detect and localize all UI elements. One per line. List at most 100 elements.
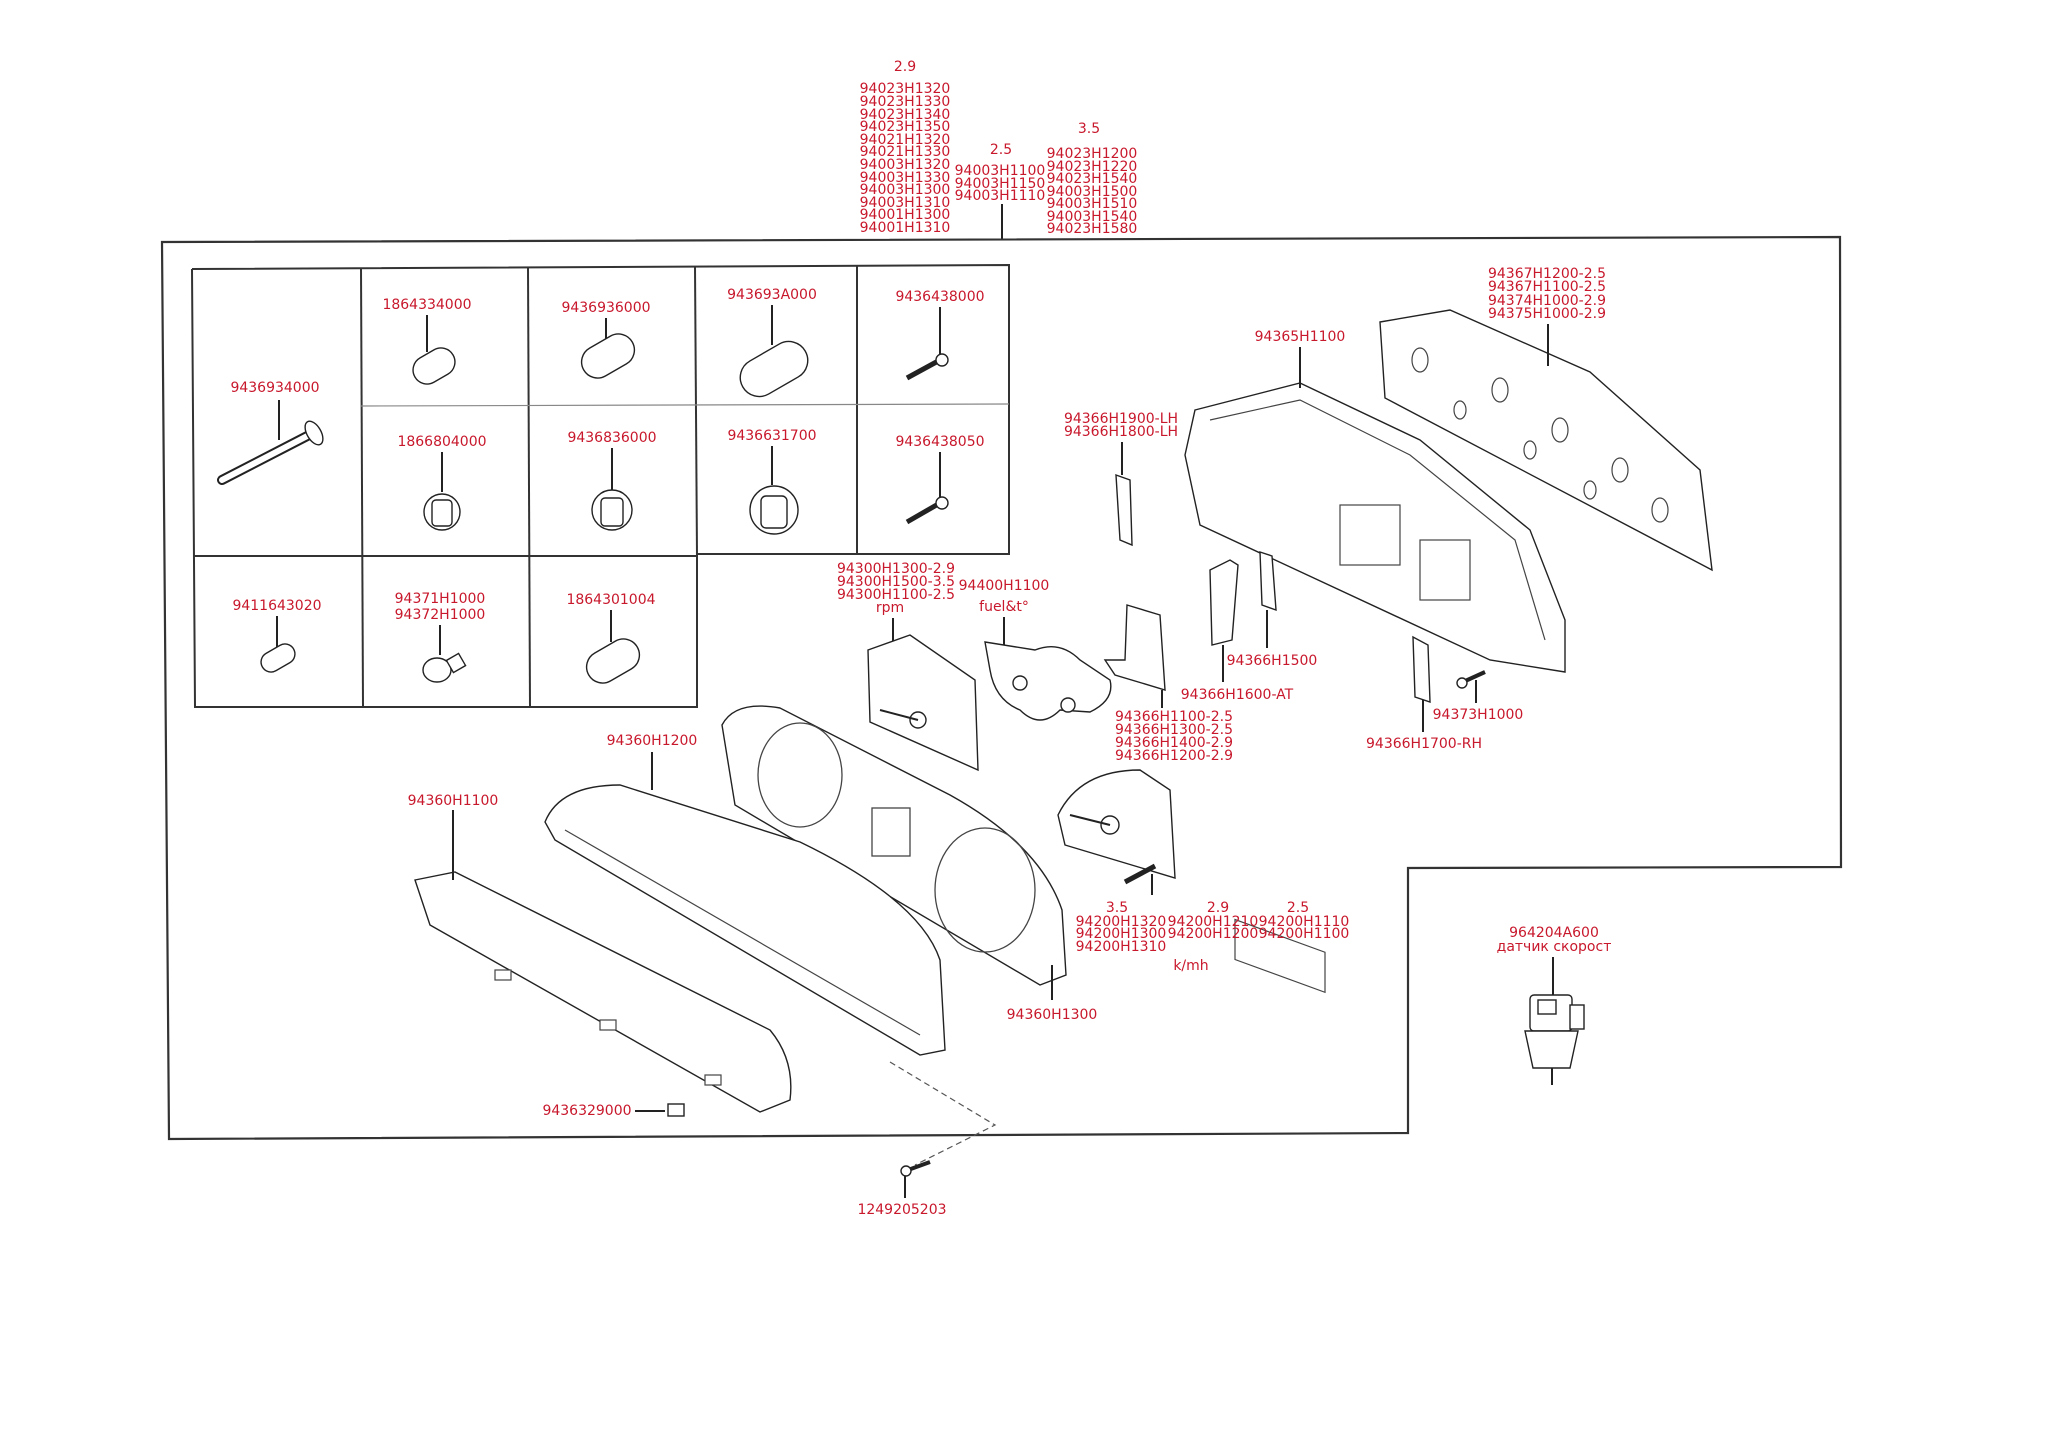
part-number: 94003H1510 bbox=[1047, 196, 1138, 212]
part-label: 94366H1500 bbox=[1227, 653, 1318, 669]
part-label: 94366H1300-2.5 bbox=[1115, 722, 1233, 738]
part-bulb-94371H1000: 94371H1000 94372H1000 bbox=[395, 591, 486, 683]
part-label: 94300H1100-2.5 bbox=[837, 587, 955, 603]
part-bulb-9411643020: 9411643020 bbox=[232, 598, 322, 673]
part-label: 1249205203 bbox=[857, 1202, 946, 1218]
part-number: 94003H1500 bbox=[1047, 184, 1138, 200]
part-label: 94360H1300 bbox=[1007, 1007, 1098, 1023]
part-label: 94367H1100-2.5 bbox=[1488, 279, 1606, 295]
part-socket-1866804000: 1866804000 bbox=[397, 434, 487, 531]
part-label: 94200H1210 bbox=[1168, 914, 1259, 930]
part-label: 94372H1000 bbox=[395, 607, 486, 623]
part-socket-9436836000: 9436836000 bbox=[567, 430, 657, 531]
part-number: 94023H1320 bbox=[860, 81, 951, 97]
part-label: 9436631700 bbox=[727, 428, 816, 444]
top-part-group-2.5: 2.5 94003H1100 94003H1150 94003H1110 bbox=[955, 142, 1046, 204]
part-number: 94023H1340 bbox=[860, 107, 951, 123]
engine-label: 2.5 bbox=[990, 142, 1012, 158]
part-label: 9436936000 bbox=[561, 300, 650, 316]
part-number: 94003H1320 bbox=[860, 157, 951, 173]
part-bezel: 94360H1100 bbox=[408, 793, 792, 1113]
part-label: 94400H1100 bbox=[959, 578, 1050, 594]
part-label: 94373H1000 bbox=[1433, 707, 1524, 723]
part-label: 94360H1100 bbox=[408, 793, 499, 809]
part-fuel-temp-gauge: 94400H1100 fuel&t° bbox=[959, 578, 1112, 721]
part-label: 964204A600 bbox=[1509, 925, 1599, 941]
part-pad: 9436329000 bbox=[542, 1103, 685, 1119]
part-label: 94200H1200 bbox=[1168, 926, 1259, 942]
part-label: 94366H1400-2.9 bbox=[1115, 735, 1233, 751]
part-number: 94023H1220 bbox=[1047, 159, 1138, 175]
part-number: 94003H1110 bbox=[955, 188, 1046, 204]
part-label: 94371H1000 bbox=[395, 591, 486, 607]
part-label: 94300H1300-2.9 bbox=[837, 561, 955, 577]
part-number: 94023H1330 bbox=[860, 94, 951, 110]
small-parts-grid bbox=[191, 263, 1010, 708]
part-label: 943693A000 bbox=[727, 287, 817, 303]
part-tachometer-dial: 94300H1300-2.9 94300H1500-3.5 94300H1100… bbox=[837, 561, 979, 772]
part-speedometer-dial: 3.5 94200H1320 94200H1300 94200H1310 2.9… bbox=[1057, 769, 1350, 974]
part-label: 94200H1110 bbox=[1259, 914, 1350, 930]
part-label: 1864334000 bbox=[382, 297, 471, 313]
part-screw-9436438050: 9436438050 bbox=[895, 434, 985, 525]
part-rh-bracket: 94366H1700-RH bbox=[1366, 635, 1482, 752]
part-pin: 9436934000 bbox=[217, 380, 324, 485]
part-label: 94366H1700-RH bbox=[1366, 736, 1482, 752]
part-number: 94003H1310 bbox=[860, 195, 951, 211]
part-label: rpm bbox=[876, 600, 904, 616]
part-label: 94366H1200-2.9 bbox=[1115, 748, 1233, 764]
part-number: 94003H1100 bbox=[955, 163, 1046, 179]
part-number: 94023H1200 bbox=[1047, 146, 1138, 162]
part-label: 9436438000 bbox=[895, 289, 984, 305]
part-number: 94001H1310 bbox=[860, 220, 951, 236]
part-label: 9436934000 bbox=[230, 380, 319, 396]
part-number: 94021H1330 bbox=[860, 144, 951, 160]
part-label: 94365H1100 bbox=[1255, 329, 1346, 345]
engine-label: 3.5 bbox=[1078, 121, 1100, 137]
part-94366H1600-AT: 94366H1600-AT bbox=[1181, 559, 1294, 703]
part-label: 94300H1500-3.5 bbox=[837, 574, 955, 590]
part-label: 9436438050 bbox=[895, 434, 984, 450]
part-number: 94003H1330 bbox=[860, 170, 951, 186]
top-part-group-2.9: 2.9 94023H1320 94023H1330 94023H1340 940… bbox=[860, 59, 951, 236]
part-label: 94200H1100 bbox=[1259, 926, 1350, 942]
part-label: 9436836000 bbox=[567, 430, 656, 446]
part-label: 94366H1800-LH bbox=[1064, 424, 1178, 440]
part-label: fuel&t° bbox=[979, 599, 1029, 615]
part-plate: 94366H1100-2.5 94366H1300-2.5 94366H1400… bbox=[1103, 604, 1233, 764]
part-bulb-943693A000: 943693A000 bbox=[727, 287, 817, 398]
part-screw-94373H1000: 94373H1000 bbox=[1433, 670, 1524, 723]
part-circuit-board: 94367H1200-2.5 94367H1100-2.5 94374H1000… bbox=[1379, 266, 1713, 572]
part-label: 94366H1100-2.5 bbox=[1115, 709, 1233, 725]
part-label: k/mh bbox=[1173, 958, 1208, 974]
part-speed-sensor: 964204A600 датчик скорост bbox=[1497, 925, 1612, 1085]
part-number: 94023H1580 bbox=[1047, 221, 1138, 237]
part-number: 94023H1350 bbox=[860, 119, 951, 135]
part-label: 94200H1310 bbox=[1076, 939, 1167, 955]
part-label: 94367H1200-2.5 bbox=[1488, 266, 1606, 282]
part-label: 9411643020 bbox=[232, 598, 321, 614]
part-label: 94375H1000-2.9 bbox=[1488, 306, 1606, 322]
part-label: 94360H1200 bbox=[607, 733, 698, 749]
part-label: датчик скорост bbox=[1497, 939, 1612, 955]
engine-label: 2.9 bbox=[894, 59, 916, 75]
part-label: 94200H1300 bbox=[1076, 926, 1167, 942]
part-94366H1500: 94366H1500 bbox=[1227, 551, 1318, 669]
part-cluster-case: 94365H1100 bbox=[1184, 329, 1566, 994]
part-number: 94003H1300 bbox=[860, 182, 951, 198]
part-number: 94003H1540 bbox=[1047, 209, 1138, 225]
part-number: 94001H1300 bbox=[860, 207, 951, 223]
part-number: 94021H1320 bbox=[860, 132, 951, 148]
part-label: 3.5 bbox=[1106, 900, 1128, 916]
part-number: 94023H1540 bbox=[1047, 171, 1138, 187]
part-label: 2.9 bbox=[1207, 900, 1229, 916]
part-lh-bracket: 94366H1900-LH 94366H1800-LH bbox=[1064, 411, 1178, 547]
part-lens: 94360H1200 bbox=[544, 733, 946, 1056]
assembly-boundary bbox=[160, 235, 1843, 1141]
part-socket-9436631700: 9436631700 bbox=[727, 428, 817, 535]
part-label: 94366H1900-LH bbox=[1064, 411, 1178, 427]
part-label: 94366H1600-AT bbox=[1181, 687, 1294, 703]
part-number: 94003H1150 bbox=[955, 176, 1046, 192]
part-label: 9436329000 bbox=[542, 1103, 631, 1119]
